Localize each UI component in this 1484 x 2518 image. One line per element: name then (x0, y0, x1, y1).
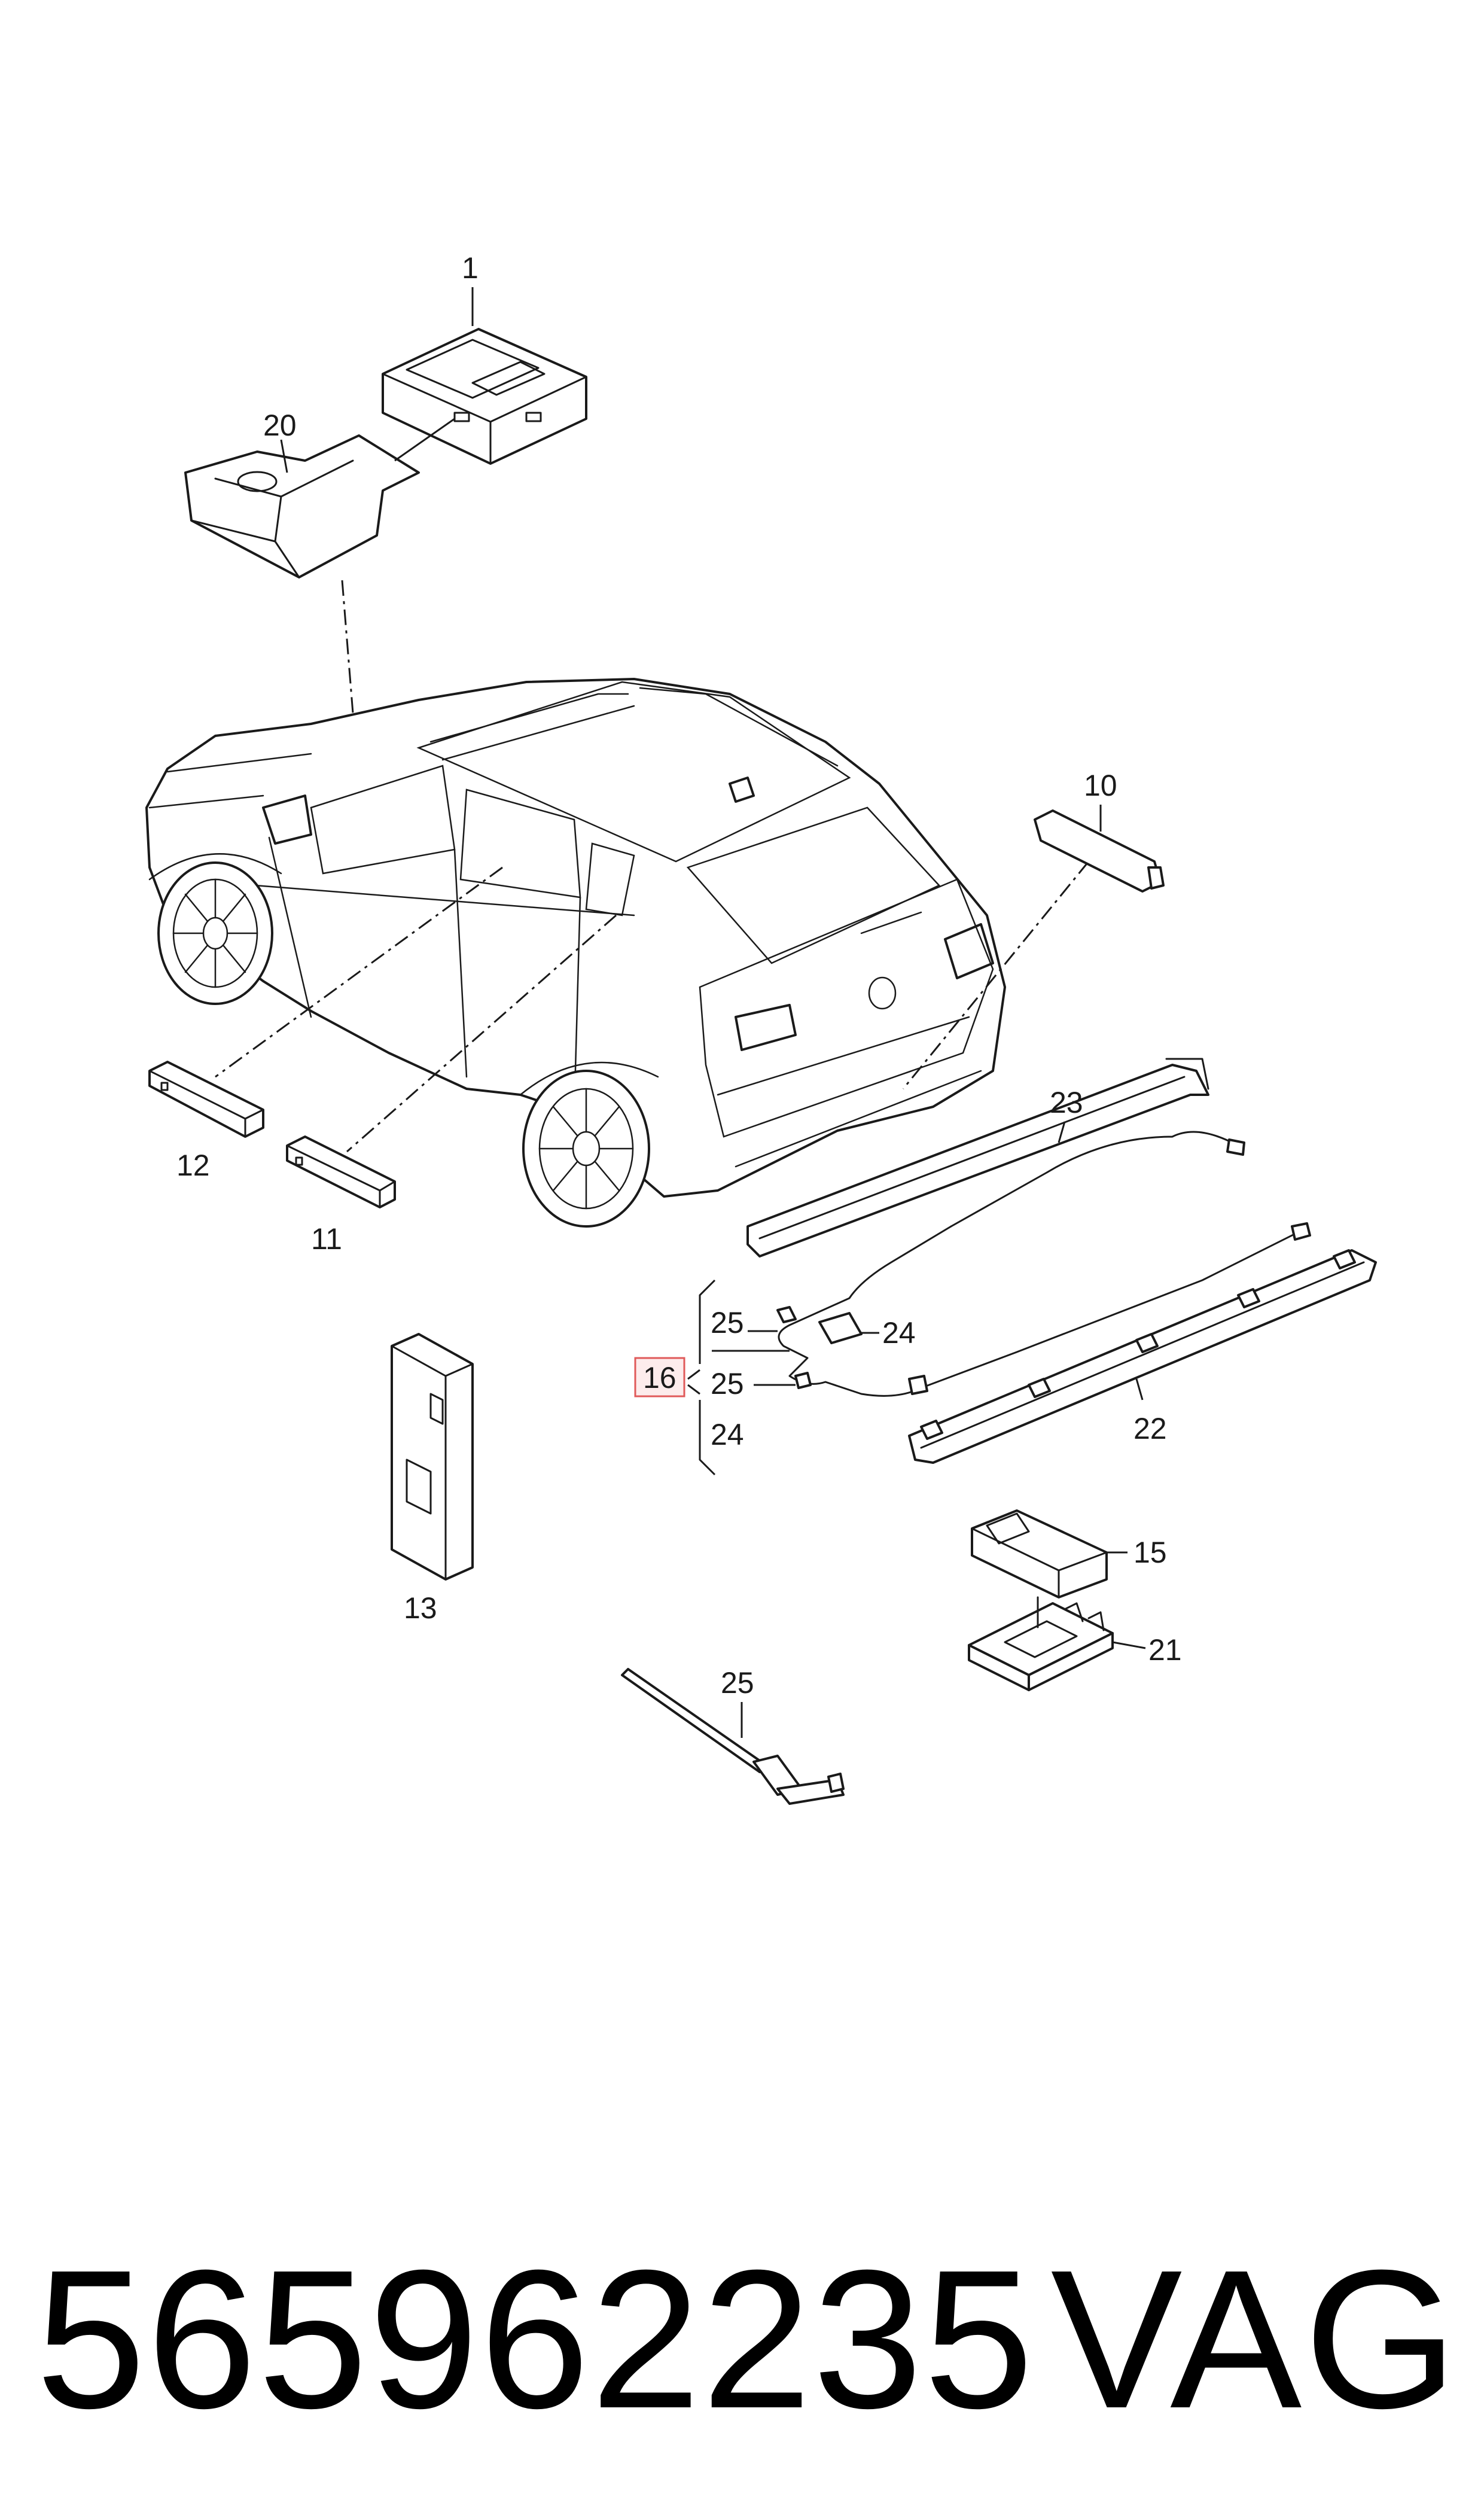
part-15-module (971, 1509, 1108, 1599)
footer: 565962235 VAG (0, 2213, 1484, 2465)
part-13-control-unit (391, 1333, 474, 1581)
callout-25c: 25 (721, 1666, 754, 1700)
leader-20 (280, 439, 288, 473)
leader-23 (1058, 1121, 1066, 1143)
leader-21 (1112, 1641, 1146, 1649)
bracket-16-bottom (699, 1400, 716, 1476)
callout-21: 21 (1148, 1633, 1182, 1667)
bracket-16-top (699, 1279, 716, 1364)
part-12-door-antenna (148, 1061, 264, 1138)
callout-10: 10 (1084, 769, 1117, 802)
highlight-16 (634, 1357, 685, 1397)
callout-13: 13 (404, 1591, 437, 1625)
part-21-holder-bracket (968, 1596, 1114, 1691)
callout-22: 22 (1133, 1412, 1167, 1445)
dash-10-car (902, 861, 1090, 1089)
dash-12-car (215, 866, 503, 1078)
callout-24a: 24 (882, 1316, 916, 1350)
part-16-wiring-harness (776, 1222, 1311, 1397)
callout-16: 16 (643, 1361, 677, 1395)
leader-16-top (687, 1369, 700, 1380)
part-20-mounting-bracket (184, 434, 420, 578)
part-11-door-antenna (286, 1135, 396, 1208)
part-1-control-module (382, 328, 587, 465)
part-22-sill-antenna-strip (908, 1249, 1377, 1464)
part-23-bumper-antenna-strip (746, 1058, 1245, 1258)
callout-11: 11 (311, 1222, 342, 1256)
vehicle-illustration (145, 678, 1006, 1228)
part-10-antenna-module (1034, 809, 1165, 893)
callout-23: 23 (1050, 1086, 1083, 1119)
callout-15: 15 (1133, 1536, 1167, 1569)
callout-24b: 24 (711, 1418, 744, 1451)
leader-20-1 (394, 418, 455, 462)
callout-25a: 25 (711, 1306, 744, 1339)
callout-20: 20 (263, 409, 297, 442)
leader-22 (1135, 1378, 1144, 1400)
brand-name: VAG (1050, 2228, 1460, 2449)
part-number: 565962235 (36, 2228, 1035, 2449)
callout-1: 1 (462, 251, 479, 285)
callout-25b: 25 (711, 1367, 744, 1400)
dash-11-car (346, 914, 617, 1153)
leader-16-bottom (687, 1384, 700, 1395)
part-25-cable-tie (621, 1668, 845, 1805)
callout-12: 12 (176, 1149, 210, 1182)
